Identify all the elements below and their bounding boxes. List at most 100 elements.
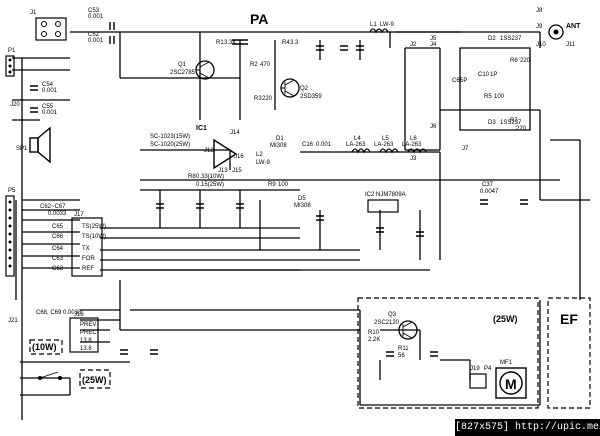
- motor-icon: [495, 367, 527, 399]
- l5-part: LA-263: [374, 142, 394, 148]
- transistor-q1: [195, 60, 215, 80]
- l1-part: LW-9: [380, 22, 394, 28]
- c37-value: 0.0047: [480, 189, 499, 195]
- j18-pin-label: 13.8: [80, 346, 92, 352]
- ic1-model: SC-1023(15W): [150, 134, 190, 140]
- ic1-amplifier: [213, 138, 238, 170]
- bus-label-value: 0.0033: [48, 211, 67, 217]
- ef-box-outline: [547, 297, 591, 409]
- antenna-jack-icon: [548, 24, 564, 40]
- r9-value: 100: [278, 182, 289, 188]
- q3-part: 2SC2120: [374, 320, 400, 326]
- connector-j19: [469, 373, 487, 389]
- bus-label-c62-c67: C62~C67: [40, 204, 66, 210]
- c54-value: 0.001: [42, 88, 58, 94]
- j17-pin-label: TS(10W): [82, 234, 106, 240]
- d5-part: MI308: [294, 203, 311, 209]
- antenna-label: ANT: [566, 23, 581, 30]
- jack-label: J19: [470, 366, 480, 372]
- q2-part: 2SD359: [300, 94, 322, 100]
- jack-label: J6: [430, 124, 437, 130]
- plug-label: P4: [484, 366, 492, 372]
- connector-j18: [69, 317, 99, 353]
- capacitor-symbols: [30, 22, 528, 357]
- r9-ref: R9: [268, 182, 276, 188]
- r11-ref: R11: [398, 346, 409, 352]
- ic1-label: IC1: [196, 125, 207, 132]
- d2-part: 1SS237: [500, 36, 522, 42]
- j17-cap-label: C63: [52, 256, 64, 262]
- connector-j1: [35, 17, 67, 41]
- d1-part: MI308: [270, 143, 287, 149]
- l4-part: LA-263: [346, 142, 366, 148]
- l2-part: LW-9: [256, 160, 270, 166]
- motor-symbol: M: [505, 376, 517, 392]
- c16-value: 0.001: [316, 142, 332, 148]
- c53-ref: C53: [88, 8, 100, 14]
- d3-ref: D3: [488, 120, 496, 126]
- jack-label: J11: [566, 42, 576, 48]
- ef-box-label: EF: [560, 311, 578, 327]
- plug-p5: [5, 195, 15, 277]
- r5-value: 100: [494, 94, 505, 100]
- r10-value: 2.2K: [368, 337, 380, 343]
- c16-ref: C16: [302, 142, 314, 148]
- jack-label: J15: [232, 168, 242, 174]
- l2-ref: L2: [256, 152, 263, 158]
- c37-ref: C37: [482, 182, 494, 188]
- speaker-label: SP1: [16, 146, 28, 152]
- r8-value: 0.33(10W): [196, 174, 224, 180]
- jack-label: J16: [234, 154, 244, 160]
- j17-cap-label: C62: [52, 266, 64, 272]
- jack-label: J18: [74, 312, 84, 318]
- l4-ref: L4: [354, 136, 361, 142]
- d5-ref: D5: [298, 196, 306, 202]
- j17-cap-label: C66: [52, 234, 64, 240]
- transistor-q3: [398, 320, 418, 340]
- coil-l1-icon: [369, 28, 389, 34]
- c55-value: 0.001: [42, 110, 58, 116]
- transistor-q2: [280, 78, 300, 98]
- ic2-regulator: [367, 199, 399, 213]
- plug-p1: [5, 55, 15, 77]
- r7-value: 220: [516, 126, 527, 132]
- switch-s1-icon: [38, 371, 62, 380]
- j17-pin-label: TX: [82, 246, 90, 252]
- coils-l4-l6-icon: [351, 148, 427, 154]
- r5-ref: R5: [484, 94, 492, 100]
- l5-ref: L5: [382, 136, 389, 142]
- q3-ref: Q3: [388, 312, 397, 318]
- c53-value: 0.001: [88, 14, 104, 20]
- r3-ref: R3: [254, 96, 262, 102]
- d1-ref: D1: [276, 136, 284, 142]
- jack-label: J7: [462, 146, 469, 152]
- jack-label: J3: [410, 156, 417, 162]
- j18-pin-label: 13.8: [80, 338, 92, 344]
- c55-ref: C55: [42, 104, 54, 110]
- r7-ref: R7: [510, 118, 518, 124]
- stage-label: PA: [250, 11, 268, 27]
- speaker-icon: [29, 126, 51, 164]
- power-box-label: (25W): [493, 314, 518, 324]
- r8-value-alt: 0.15(25W): [196, 182, 224, 188]
- ic2-label: IC2 NJM7809A: [365, 192, 406, 198]
- jack-label: J9: [536, 24, 543, 30]
- j18-pin-label: PREV: [80, 322, 96, 328]
- r11-value: 56: [398, 353, 405, 359]
- j17-pin-label: TS(25W): [82, 224, 106, 230]
- r1-ref: R1: [216, 40, 224, 46]
- jack-label: J5: [430, 36, 437, 42]
- l1-ref: L1: [370, 22, 377, 28]
- image-watermark: [827x575] http://upic.me/: [455, 419, 600, 436]
- r8-ref: R8: [188, 174, 196, 180]
- j17-pin-label: FOR: [82, 256, 95, 262]
- j17-cap-label: C65: [52, 224, 64, 230]
- jack-label: J12: [204, 148, 214, 154]
- switch-10w-outline: [29, 339, 63, 355]
- jack-label: J8: [536, 8, 543, 14]
- ic1-model-alt: SC-1020(25W): [150, 142, 190, 148]
- c6-value: 5P: [460, 78, 467, 84]
- c54-ref: C54: [42, 82, 54, 88]
- plug-label: P1: [8, 48, 16, 54]
